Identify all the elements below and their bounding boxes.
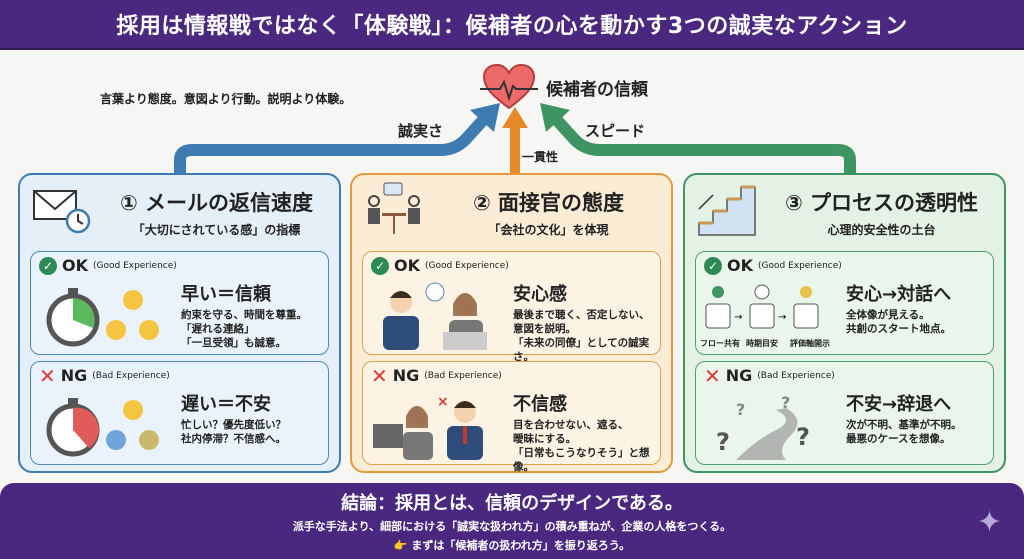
svg-text:→: → — [778, 312, 786, 323]
ng-sub: (Bad Experience) — [757, 370, 835, 381]
step-label: 評価軸開示 — [790, 339, 830, 348]
ok-sub: (Good Experience) — [758, 260, 842, 271]
card-subtitle: 心理的安全性の土台 — [827, 223, 936, 237]
ok-text: 約束を守る、時間を尊重。 — [181, 309, 307, 321]
foggy-road-icon: ???? — [716, 393, 810, 460]
arrow-label-left: 誠実さ — [398, 122, 444, 140]
ng-text: 曖昧にする。 — [513, 433, 577, 445]
stopwatch-sad-icon — [46, 398, 159, 457]
svg-text:×: × — [437, 394, 449, 410]
ng-text: 「日常もこうなりそう」と想像。 — [513, 447, 650, 473]
card-title: ③ プロセスの透明性 — [784, 191, 979, 215]
ok-text: 「未来の同僚」としての誠実さ。 — [513, 337, 650, 363]
ok-text: 意図を説明。 — [513, 323, 576, 335]
arrow-label-center: 一貫性 — [522, 150, 559, 164]
ok-sub: (Good Experience) — [93, 260, 177, 271]
ng-sub: (Bad Experience) — [424, 370, 502, 381]
ok-sub: (Good Experience) — [425, 260, 509, 271]
goal-label: 候補者の信頼 — [546, 79, 648, 100]
friendly-interviewers-icon — [383, 282, 487, 350]
svg-text:?: ? — [736, 400, 745, 419]
mail-clock-icon — [33, 190, 91, 234]
ng-text: 目を合わせない、遮る、 — [513, 419, 629, 431]
ng-headline: 不信感 — [513, 394, 567, 415]
ng-label: NG — [60, 366, 88, 385]
conclusion-footer: 結論：採用とは、信頼のデザインである。 派手な手法より、細部における「誠実な扱わ… — [0, 483, 1024, 559]
process-steps: →→ フロー共有 時期目安 評価軸開示 — [700, 280, 840, 350]
ok-text: 「遅れる連絡」 — [181, 323, 255, 335]
arrow-right — [550, 113, 856, 175]
card-title: ② 面接官の態度 — [472, 191, 625, 215]
cross-icon: ✕ — [704, 363, 721, 388]
arrow-label-right: スピード — [585, 122, 646, 140]
card-process-transparency: ③ プロセスの透明性心理的安全性の土台 ✓ OK (Good Experience)… — [683, 173, 1006, 473]
ok-label: OK — [727, 256, 753, 275]
svg-text:?: ? — [781, 393, 790, 412]
ng-text: 忙しい？優先度低い？ — [181, 419, 286, 431]
svg-text:→: → — [734, 312, 742, 323]
ng-box: ✕NG (Bad Experience) × 不信感目を合わせない、遮る、曖昧にす… — [362, 361, 661, 473]
dismissive-interviewers-icon: × — [373, 394, 483, 460]
card-email-speed: ① メールの返信速度「大切にされている感」の指標 ✓ OK (Good Experi… — [18, 173, 341, 473]
ng-box: ✕NG (Bad Experience) 遅い＝不安忙しい？優先度低い？ 社内停滞？… — [30, 361, 329, 465]
ng-label: NG — [392, 366, 420, 385]
ok-headline: 安心感 — [513, 284, 567, 305]
ok-headline: 安心→対話へ — [846, 284, 952, 305]
conclusion-text: 派手な手法より、細部における「誠実な扱われ方」の積み重ねが、企業の人格をつくる。 — [292, 520, 732, 533]
check-icon: ✓ — [371, 256, 389, 275]
goal: 候補者の信頼 — [480, 62, 648, 112]
arrow-left — [174, 113, 490, 175]
card-title: ① メールの返信速度 — [119, 191, 314, 215]
page-title: 採用は情報戦ではなく「体験戦」：候補者の心を動かす3つの誠実なアクション — [0, 0, 1024, 50]
ok-label: OK — [62, 256, 88, 275]
cross-icon: ✕ — [371, 363, 388, 388]
sparkle-icon: ✦ — [976, 505, 1002, 540]
ok-text: 最後まで聴く、否定しない、 — [513, 309, 650, 321]
process-steps-icon: →→ — [705, 284, 819, 329]
card-interviewer-attitude: ② 面接官の態度「会社の文化」を体現 ✓ OK (Good Experience) … — [350, 173, 673, 473]
ng-sub: (Bad Experience) — [92, 370, 170, 381]
ok-box: ✓ OK (Good Experience) 安心感最後まで聴く、否定しない、意図を… — [362, 251, 661, 363]
ok-text: 全体像が見える。 — [846, 309, 930, 321]
ng-text: 最悪のケースを想像。 — [846, 433, 951, 445]
ok-box: ✓OK(Good Experience) →→ フロー共有 時期目安 評価軸開示… — [695, 251, 994, 355]
ng-text: 次が不明、基準が不明。 — [846, 419, 962, 431]
card-subtitle: 「会社の文化」を体現 — [488, 223, 609, 237]
heart-icon — [480, 63, 538, 110]
ng-headline: 遅い＝不安 — [181, 394, 271, 415]
stopwatch-happy-icon — [46, 288, 159, 347]
tagline: 言葉より態度。意図より行動。説明より体験。 — [100, 92, 352, 106]
check-icon: ✓ — [704, 256, 722, 275]
step-label: フロー共有 — [700, 339, 740, 348]
stairs-icon — [698, 185, 756, 236]
conclusion-headline: 結論：採用とは、信頼のデザインである。 — [341, 493, 683, 514]
step-label: 時期目安 — [746, 339, 778, 348]
ok-text: 共創のスタート地点。 — [846, 323, 951, 335]
ok-label: OK — [394, 256, 420, 275]
check-icon: ✓ — [39, 256, 57, 275]
flow-arrows — [174, 103, 856, 175]
ok-box: ✓ OK (Good Experience) 早い＝信頼約束を守る、時間を尊重。「遅… — [30, 251, 329, 355]
ng-label: NG — [725, 366, 753, 385]
ng-headline: 不安→辞退へ — [846, 394, 952, 415]
svg-text:?: ? — [796, 423, 810, 451]
call-to-action: 👉 まずは「候補者の扱われ方」を振り返ろう。 — [393, 539, 631, 552]
ng-box: ✕NG (Bad Experience) ???? 不安→辞退へ次が不明、基準が不… — [695, 361, 994, 465]
ng-text: 社内停滞？不信感へ。 — [181, 433, 286, 445]
card-subtitle: 「大切にされている感」の指標 — [132, 223, 301, 237]
svg-text:?: ? — [716, 428, 730, 456]
cross-icon: ✕ — [39, 363, 56, 388]
interview-icon — [368, 182, 420, 234]
ok-text: 「一旦受領」も誠意。 — [181, 337, 286, 349]
ok-headline: 早い＝信頼 — [181, 284, 271, 305]
